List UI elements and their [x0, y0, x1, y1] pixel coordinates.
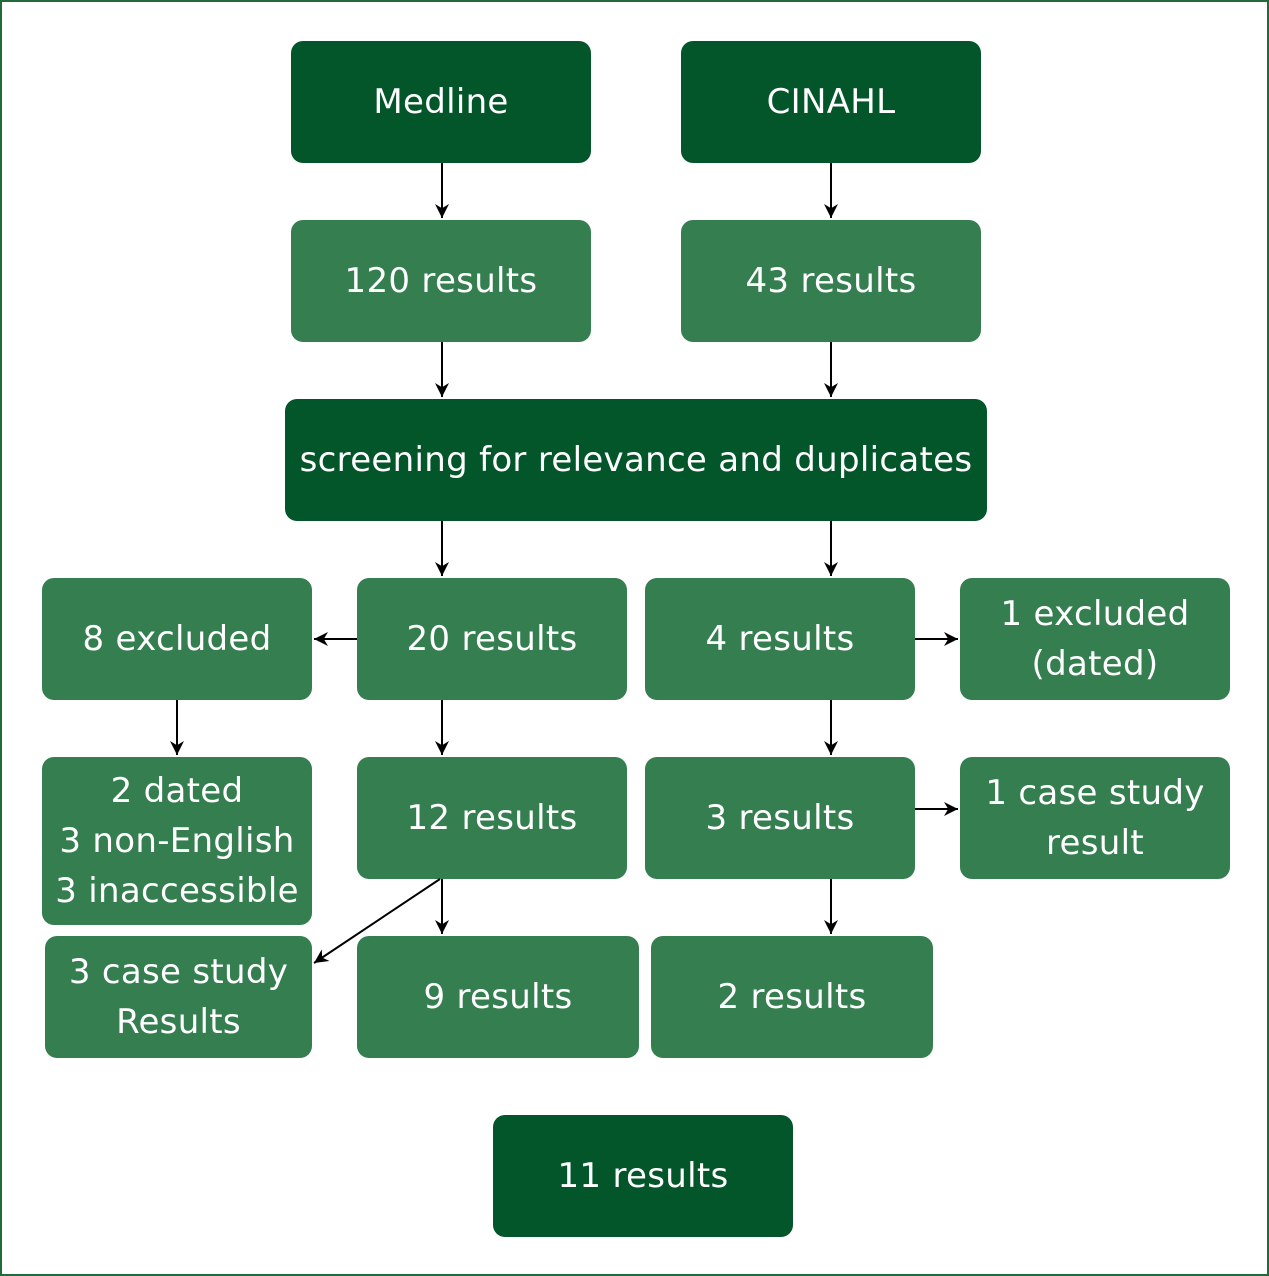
screening-box: screening for relevance and duplicates — [285, 399, 987, 521]
cinahl-results-box: 43 results — [681, 220, 981, 342]
medline-results-box: 120 results — [291, 220, 591, 342]
excluded-1-line-2: (dated) — [1031, 644, 1159, 684]
results-12-label: 12 results — [406, 798, 578, 838]
results-20-label: 20 results — [406, 619, 578, 659]
case-study-1-box: 1 case study result — [960, 757, 1230, 879]
exclusion-breakdown-line-2: 3 non-English — [59, 821, 295, 861]
excluded-1-line-1: 1 excluded — [1000, 594, 1190, 634]
medline-results-label: 120 results — [344, 261, 538, 301]
cinahl-box: CINAHL — [681, 41, 981, 163]
arrow-12-to-case-study-3 — [313, 878, 441, 964]
results-3-box: 3 results — [645, 757, 915, 879]
case-study-1-line-1: 1 case study — [985, 773, 1205, 813]
results-20-box: 20 results — [357, 578, 627, 700]
exclusion-breakdown-box: 2 dated 3 non-English 3 inaccessible — [42, 757, 312, 925]
results-9-box: 9 results — [357, 936, 639, 1058]
results-4-label: 4 results — [705, 619, 855, 659]
results-9-label: 9 results — [423, 977, 573, 1017]
exclusion-breakdown-line-3: 3 inaccessible — [55, 871, 299, 911]
case-study-3-box: 3 case study Results — [45, 936, 312, 1058]
medline-label: Medline — [373, 82, 509, 122]
case-study-3-line-2: Results — [116, 1002, 241, 1042]
results-2-label: 2 results — [717, 977, 867, 1017]
final-results-box: 11 results — [493, 1115, 793, 1237]
excluded-8-box: 8 excluded — [42, 578, 312, 700]
excluded-1-box: 1 excluded (dated) — [960, 578, 1230, 700]
case-study-3-line-1: 3 case study — [68, 952, 289, 992]
results-3-label: 3 results — [705, 798, 855, 838]
excluded-8-label: 8 excluded — [82, 619, 272, 659]
exclusion-breakdown-line-1: 2 dated — [110, 771, 244, 811]
cinahl-results-label: 43 results — [745, 261, 917, 301]
results-4-box: 4 results — [645, 578, 915, 700]
results-2-box: 2 results — [651, 936, 933, 1058]
final-results-label: 11 results — [557, 1156, 729, 1196]
cinahl-label: CINAHL — [766, 82, 896, 122]
case-study-1-line-2: result — [1046, 823, 1144, 863]
screening-label: screening for relevance and duplicates — [299, 440, 973, 480]
medline-box: Medline — [291, 41, 591, 163]
results-12-box: 12 results — [357, 757, 627, 879]
